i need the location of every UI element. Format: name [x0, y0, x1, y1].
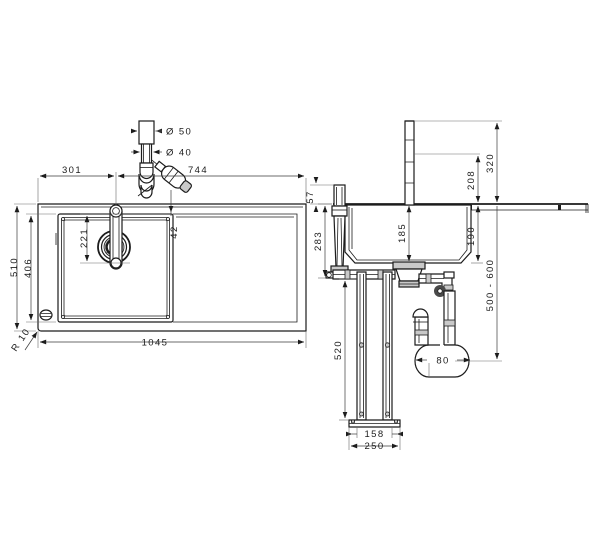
dim-301-744: 301 744: [37, 165, 307, 206]
dim-520: 520: [333, 278, 357, 421]
dim-406: 406: [23, 213, 56, 323]
dim-label-520: 520: [333, 340, 344, 360]
dim-label-283: 283: [313, 231, 324, 251]
faucet-plan-footprint: [109, 204, 123, 270]
dim-label-250: 250: [364, 441, 384, 452]
dim-190: 190: [466, 205, 483, 264]
overflow-plan: [39, 309, 53, 321]
dim-label-406: 406: [23, 258, 34, 278]
dim-label-r10: R 10: [9, 326, 32, 353]
callout-label-dia50: Ø 50: [166, 127, 192, 138]
dim-r10: R 10: [9, 326, 38, 354]
dim-label-1045: 1045: [142, 338, 169, 349]
elevation-view-group: 57 283 185 190 208 3: [305, 120, 589, 452]
dim-label-190: 190: [466, 226, 477, 246]
faucet-riser-elevation: [404, 120, 415, 206]
dim-label-320: 320: [485, 153, 496, 173]
waste-pipe-horizontal: [418, 271, 455, 297]
siphon-trap-elevation: [412, 290, 470, 378]
dim-320: 320: [414, 120, 502, 203]
basin-section: [344, 204, 472, 264]
faucet-hole-bushings: [138, 120, 155, 199]
pedestal-legs-elevation: [348, 271, 401, 428]
dim-label-42: 42: [169, 225, 180, 238]
dim-208: 208: [414, 153, 481, 203]
dim-label-185: 185: [397, 223, 408, 243]
dim-label-301: 301: [62, 165, 82, 176]
dim-158: 158: [345, 427, 404, 440]
dim-221: 221: [79, 213, 173, 264]
dim-label-208: 208: [466, 170, 477, 190]
dim-283: 283: [313, 203, 332, 279]
callout-label-dia40: Ø 40: [166, 148, 192, 159]
dim-250: 250: [348, 427, 401, 452]
drain-body-section: [392, 261, 426, 288]
dim-57: 57: [305, 176, 334, 213]
callout-dia50: Ø 50: [130, 127, 192, 138]
dim-label-57: 57: [305, 190, 316, 203]
dim-label-80: 80: [436, 356, 449, 367]
dim-label-510: 510: [9, 257, 20, 277]
dim-42: 42: [168, 190, 180, 239]
drainboard-plan: [173, 213, 298, 323]
dim-label-744: 744: [188, 165, 208, 176]
callout-dia40: Ø 40: [131, 148, 192, 159]
plan-view-group: 301 744 1045 510 406 2: [9, 120, 307, 354]
spray-hose-plan: [137, 184, 153, 197]
dim-80: 80: [415, 356, 471, 377]
dim-label-500-600: 500 - 600: [485, 259, 496, 312]
dim-label-221: 221: [79, 228, 90, 248]
dim-label-158: 158: [364, 429, 384, 440]
dim-185: 185: [397, 205, 412, 262]
dim-1045: 1045: [37, 331, 307, 349]
dim-510: 510: [9, 203, 36, 332]
dim-500-600: 500 - 600: [455, 206, 502, 362]
